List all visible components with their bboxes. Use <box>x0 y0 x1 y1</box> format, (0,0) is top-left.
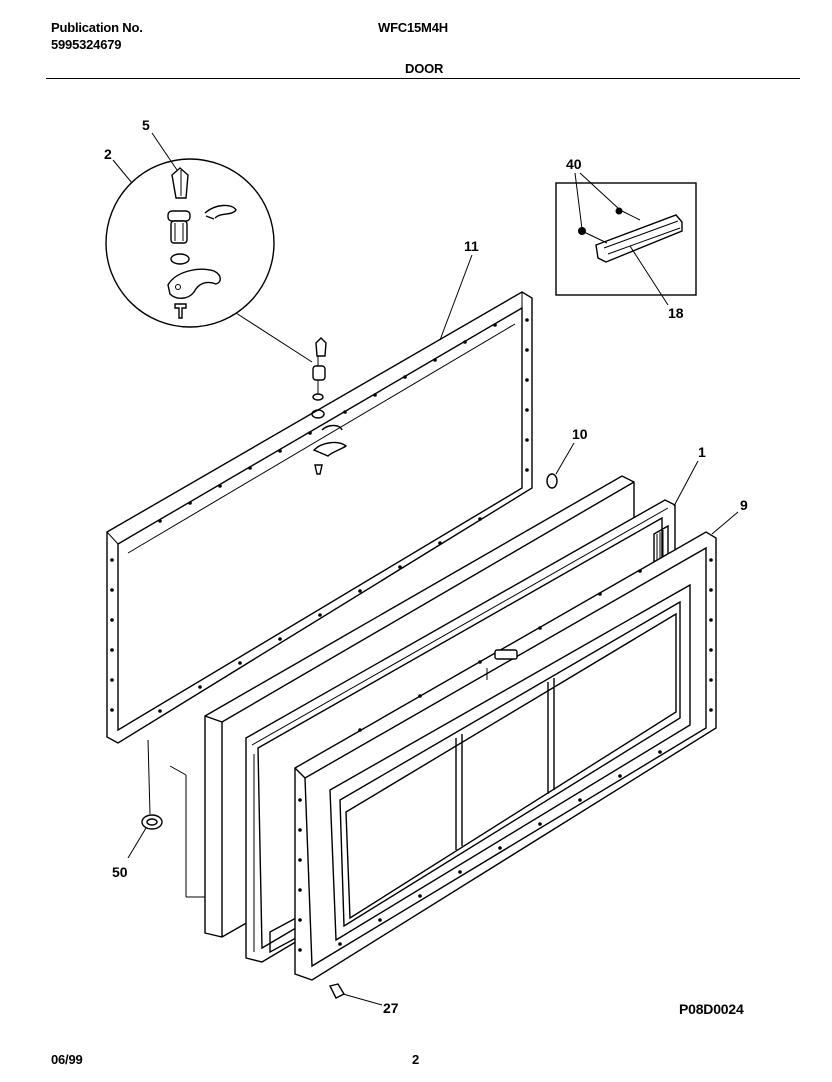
publication-label: Publication No. <box>51 20 143 35</box>
callout-18: 18 <box>668 305 684 321</box>
callout-10: 10 <box>572 426 588 442</box>
section-title: DOOR <box>405 61 444 76</box>
callout-1: 1 <box>698 444 706 460</box>
drawing-code: P08D0024 <box>679 1001 744 1017</box>
model-number: WFC15M4H <box>378 20 448 35</box>
callout-40: 40 <box>566 156 582 172</box>
callout-9: 9 <box>740 497 748 513</box>
header-divider <box>46 78 800 79</box>
outer-door <box>294 511 739 981</box>
publication-number: 5995324679 <box>51 37 122 52</box>
handle-detail-box <box>555 172 697 306</box>
footer-page-number: 2 <box>412 1052 420 1067</box>
hinge-cover-part <box>127 739 163 859</box>
hinge-detail-circle <box>105 158 275 328</box>
callout-2: 2 <box>104 146 112 162</box>
plug-part <box>546 442 575 489</box>
callout-27: 27 <box>383 1000 399 1016</box>
footer-date: 06/99 <box>51 1052 83 1067</box>
callout-11: 11 <box>464 238 479 254</box>
inner-door-panel <box>106 291 533 744</box>
callout-50: 50 <box>112 864 128 880</box>
callout-5: 5 <box>142 117 150 133</box>
screw-part <box>328 983 383 1006</box>
